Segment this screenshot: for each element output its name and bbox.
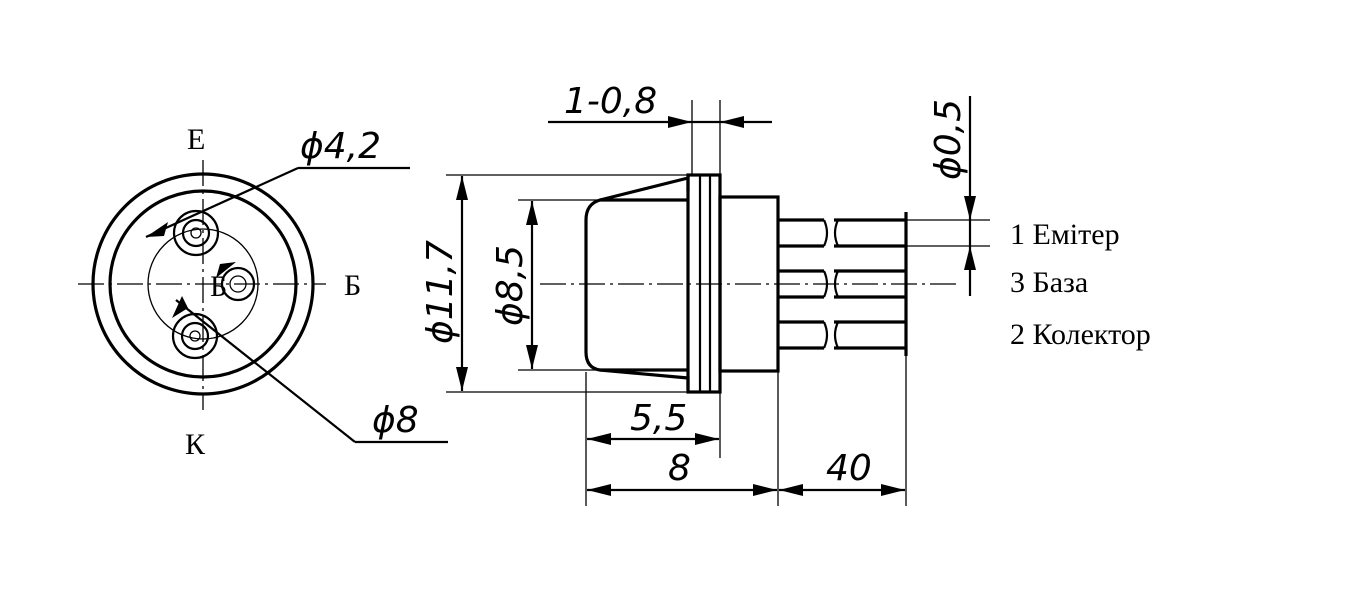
pin-view: Е Б К Б ϕ4,2 ϕ8 xyxy=(78,123,448,461)
arrowhead xyxy=(881,484,905,496)
legend-collector: 2 Колектор xyxy=(1010,318,1151,351)
collector-letter: К xyxy=(185,428,206,461)
lead-collector xyxy=(778,320,906,350)
arrowhead xyxy=(753,484,777,496)
arrowhead xyxy=(456,367,468,391)
arrowhead xyxy=(526,201,538,225)
lead-dia-dimension: ϕ0,5 xyxy=(928,99,969,180)
side-view: ϕ11,7 ϕ8,5 1-0,8 5,5 8 40 xyxy=(420,81,1151,506)
arrowhead xyxy=(587,433,611,445)
arrowhead xyxy=(720,116,744,128)
emitter-letter: Е xyxy=(187,123,205,156)
cap-outline xyxy=(584,175,690,390)
flange-circle xyxy=(108,189,298,379)
arrowhead xyxy=(456,176,468,200)
collector-pin xyxy=(171,312,219,360)
legend-emitter: 1 Емітер xyxy=(1010,218,1120,251)
flange-leader xyxy=(175,299,356,443)
flange-dimension: ϕ8 xyxy=(372,400,419,441)
arrowhead xyxy=(779,484,803,496)
cap-height-dimension: 5,5 xyxy=(630,398,687,439)
outer-dia-dimension: ϕ11,7 xyxy=(420,240,461,344)
flange-thickness-dimension: 1-0,8 xyxy=(564,81,657,122)
base-pin xyxy=(220,266,256,302)
arrowhead xyxy=(587,484,611,496)
arrowhead xyxy=(146,222,168,237)
lead-length-dimension: 40 xyxy=(826,448,872,489)
arrowhead xyxy=(526,345,538,369)
pin-circle-leader xyxy=(145,166,299,239)
body-length-dimension: 8 xyxy=(668,448,691,489)
body-mark: Б xyxy=(210,270,227,303)
arrowhead xyxy=(668,116,692,128)
arrowhead xyxy=(964,246,976,270)
base-body xyxy=(718,195,780,373)
arrowhead xyxy=(695,433,719,445)
arrowhead xyxy=(964,196,976,220)
pin-circle-dimension: ϕ4,2 xyxy=(300,126,381,167)
outer-rim xyxy=(91,172,315,396)
arrowhead xyxy=(172,296,188,318)
emitter-pin xyxy=(172,209,220,257)
lead-emitter xyxy=(778,218,906,248)
base-letter: Б xyxy=(344,269,361,302)
cap-dia-dimension: ϕ8,5 xyxy=(490,245,531,326)
arrowhead xyxy=(216,262,236,278)
base-disc xyxy=(147,228,259,340)
legend-base: 3 База xyxy=(1010,266,1088,299)
lead-base xyxy=(778,269,906,299)
